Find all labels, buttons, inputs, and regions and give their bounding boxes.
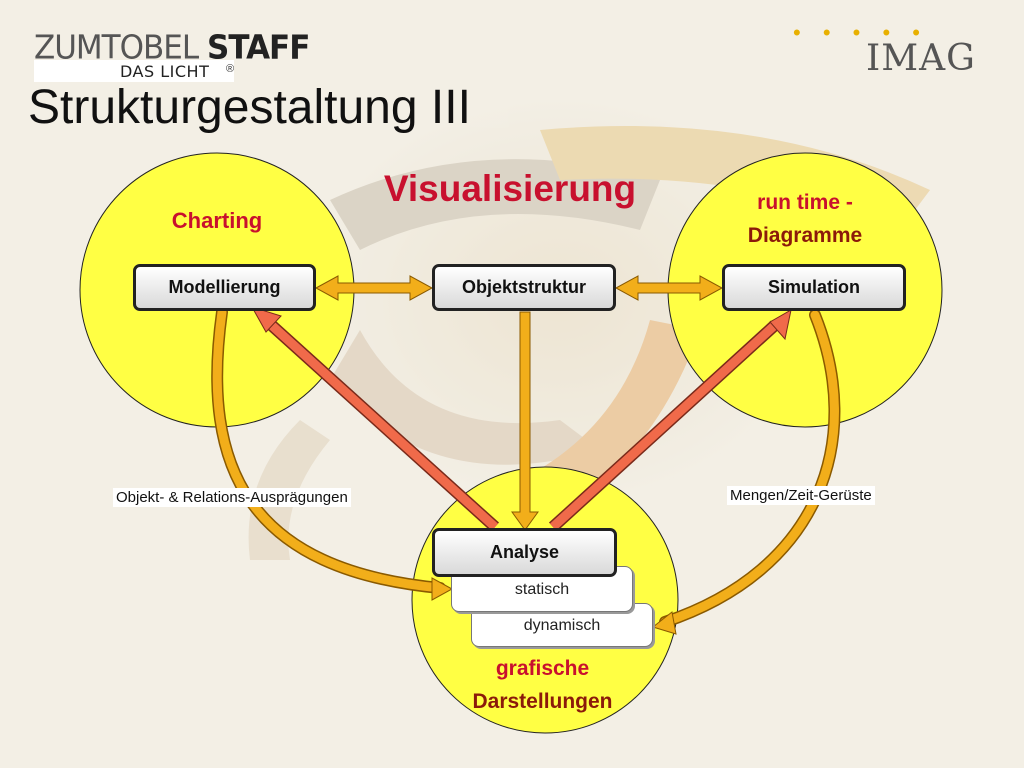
caption-objekt-relations: Objekt- & Relations-Ausprägungen xyxy=(113,488,351,507)
grafische-label: grafische Darstellungen xyxy=(450,652,635,718)
arrow-objektstruktur-analyse xyxy=(511,311,539,531)
visualisierung-heading: Visualisierung xyxy=(383,168,637,209)
arrow-analyse-simulation xyxy=(548,309,792,532)
logo-tagline: DAS LICHT xyxy=(120,62,210,81)
objektstruktur-box: Objektstruktur xyxy=(432,264,616,311)
simulation-box: Simulation xyxy=(722,264,906,311)
modellierung-box: Modellierung xyxy=(133,264,316,311)
registered-mark: ® xyxy=(226,63,235,75)
runtime-label-line2: Diagramme xyxy=(747,224,863,247)
charting-label: Charting xyxy=(171,208,263,233)
runtime-label: run time - Diagramme xyxy=(720,186,890,252)
slide-title: Strukturgestaltung III xyxy=(28,81,471,134)
caption-mengen-zeit: Mengen/Zeit-Gerüste xyxy=(727,486,875,505)
imag-dots: • • • • • xyxy=(793,20,928,45)
grafische-label-line1: grafische xyxy=(495,657,590,680)
analyse-box: Analyse xyxy=(432,528,617,577)
arrow-analyse-modellierung xyxy=(250,306,500,532)
logo-tagline-bar: DAS LICHT ® xyxy=(34,60,234,82)
grafische-label-line2: Darstellungen xyxy=(472,690,613,713)
runtime-label-line1: run time - xyxy=(757,191,853,214)
imag-logo: IMAG xyxy=(866,38,976,79)
